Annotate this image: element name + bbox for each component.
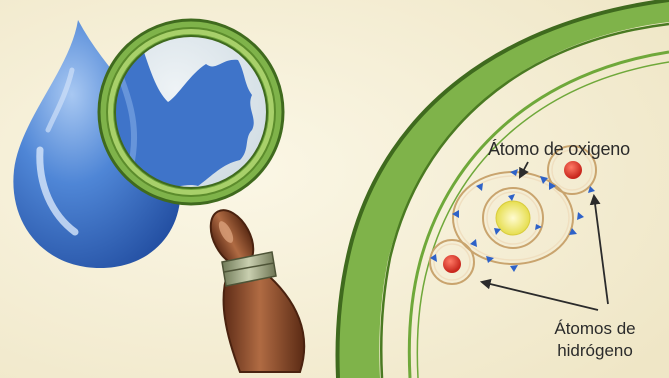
oxygen-atom-label: Átomo de oxigeno [488,139,630,160]
hydrogen-nucleus [564,161,582,179]
hydrogen-atoms-label: Átomos de hidrógeno [533,318,657,362]
oxygen-nucleus [496,201,530,235]
hydrogen-nucleus [443,255,461,273]
